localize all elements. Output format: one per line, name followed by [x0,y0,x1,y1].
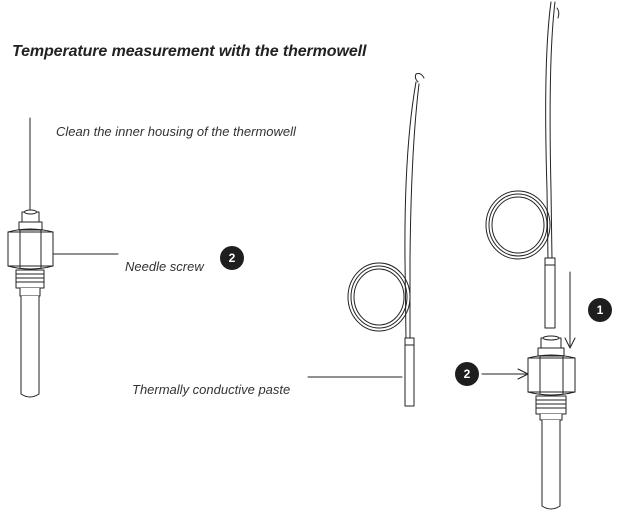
sensor-middle [307,73,425,407]
page-title: Temperature measurement with the thermow… [12,43,367,60]
label-needle-screw: Needle screw [125,259,204,274]
thermowell-left [7,117,119,398]
step-badge-needle-screw: 2 [220,246,244,270]
step-badge-tighten: 2 [455,362,479,386]
label-conductive-paste: Thermally conductive paste [132,382,291,397]
assembly-right [481,1,576,510]
label-clean-housing: Clean the inner housing of the thermowel… [56,124,296,139]
step-badge-insert: 1 [588,298,612,322]
